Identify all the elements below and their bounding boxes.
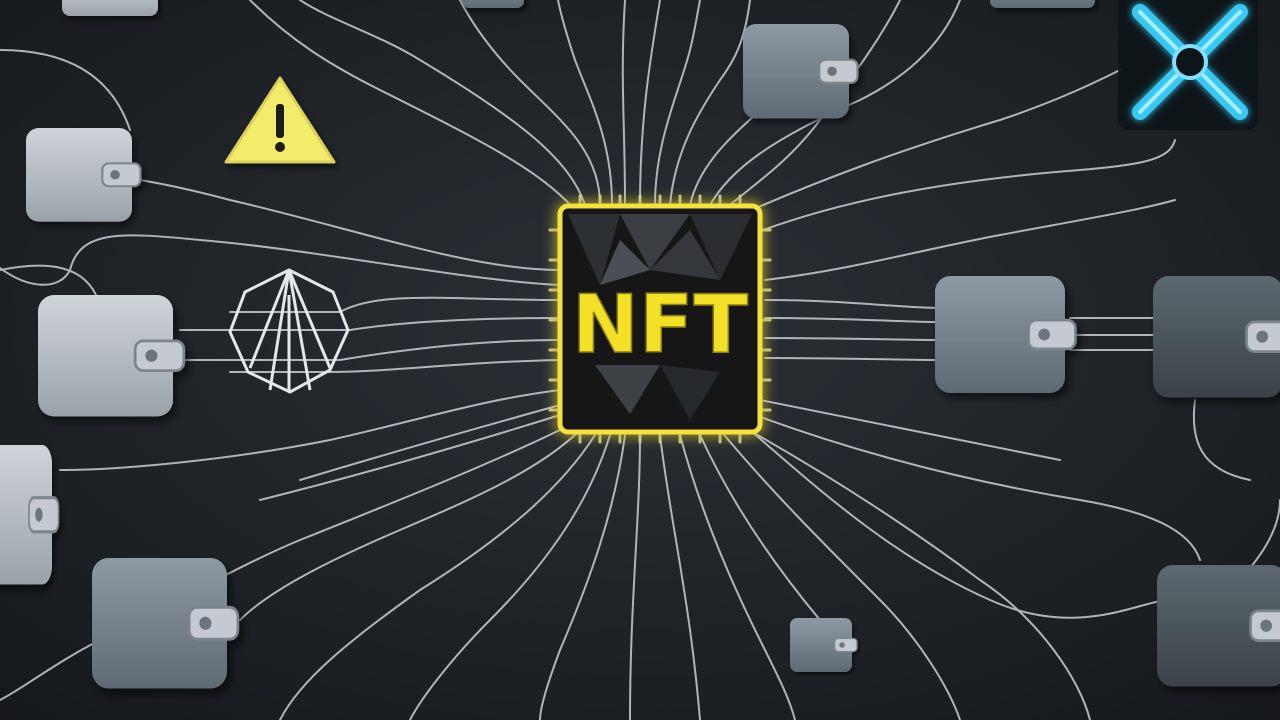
- wallet-icon: [1155, 563, 1280, 688]
- wallet-icon: [1151, 274, 1280, 399]
- warning-icon: [224, 76, 336, 164]
- wallet-icon: [62, 0, 158, 16]
- wallet-icon: [741, 22, 859, 120]
- wallet-icon: [36, 293, 186, 418]
- nft-label: NFT: [572, 278, 749, 371]
- wallet-icon: [990, 0, 1095, 8]
- nft-chip: NFT: [548, 194, 772, 444]
- wallet-icon: [462, 0, 524, 8]
- gem-facets: [568, 214, 752, 420]
- network-logo-icon: [228, 268, 350, 394]
- wallet-icon: [90, 556, 240, 690]
- wallet-icon: [933, 274, 1077, 395]
- wallet-icon: [0, 443, 61, 587]
- wallet-icon: [789, 617, 858, 673]
- x-logo-icon: [1118, 0, 1258, 130]
- wallet-icon: [24, 126, 142, 223]
